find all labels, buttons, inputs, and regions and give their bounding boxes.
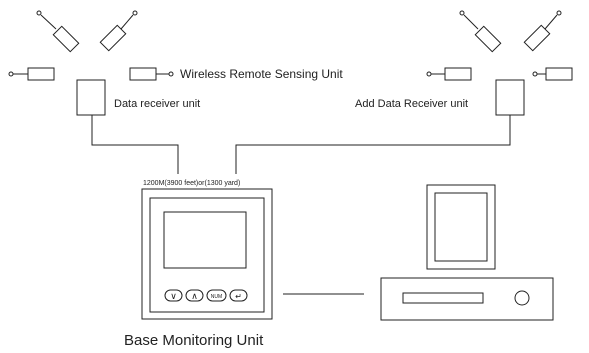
add-data-receiver-box [495,79,525,116]
wireless-sensing-label: Wireless Remote Sensing Unit [180,67,343,81]
monitor-display [163,211,247,269]
enter-button-glyph: ↵ [235,292,242,301]
base-monitoring-unit [141,188,273,320]
down-button[interactable] [164,289,183,302]
disk-drive-slot [402,292,484,304]
sensor-unit-right-horizontal [426,67,472,81]
sensor-unit-right-diag-2 [523,10,562,52]
computer [380,184,554,321]
connection-line-left [91,115,179,174]
num-button-label: NUM [211,294,222,300]
data-receiver-label: Data receiver unit [114,98,200,110]
sensor-unit-right-diag-1 [459,10,502,53]
sensor-unit-left-horizontal [8,67,55,81]
connection-line-right [235,115,511,174]
data-receiver-box [76,79,106,116]
computer-case [380,277,554,321]
sensor-unit-left-horizontal-2 [129,67,174,81]
up-button-glyph: ∧ [191,291,198,301]
add-data-receiver-label: Add Data Receiver unit [355,98,468,110]
computer-monitor [426,184,496,270]
sensor-unit-left-diag-1 [36,10,80,53]
computer-screen [434,192,488,262]
base-monitoring-unit-label: Base Monitoring Unit [124,332,264,349]
sensor-unit-left-diag-2 [99,10,138,52]
up-button[interactable] [185,289,204,302]
sensor-unit-right-horizontal-2 [532,67,573,81]
power-button [514,290,530,306]
enter-button[interactable] [229,289,248,302]
distance-label: 1200M(3900 feet)or(1300 yard) [143,180,240,187]
down-button-glyph: ∨ [170,291,177,301]
num-button[interactable] [206,289,227,302]
